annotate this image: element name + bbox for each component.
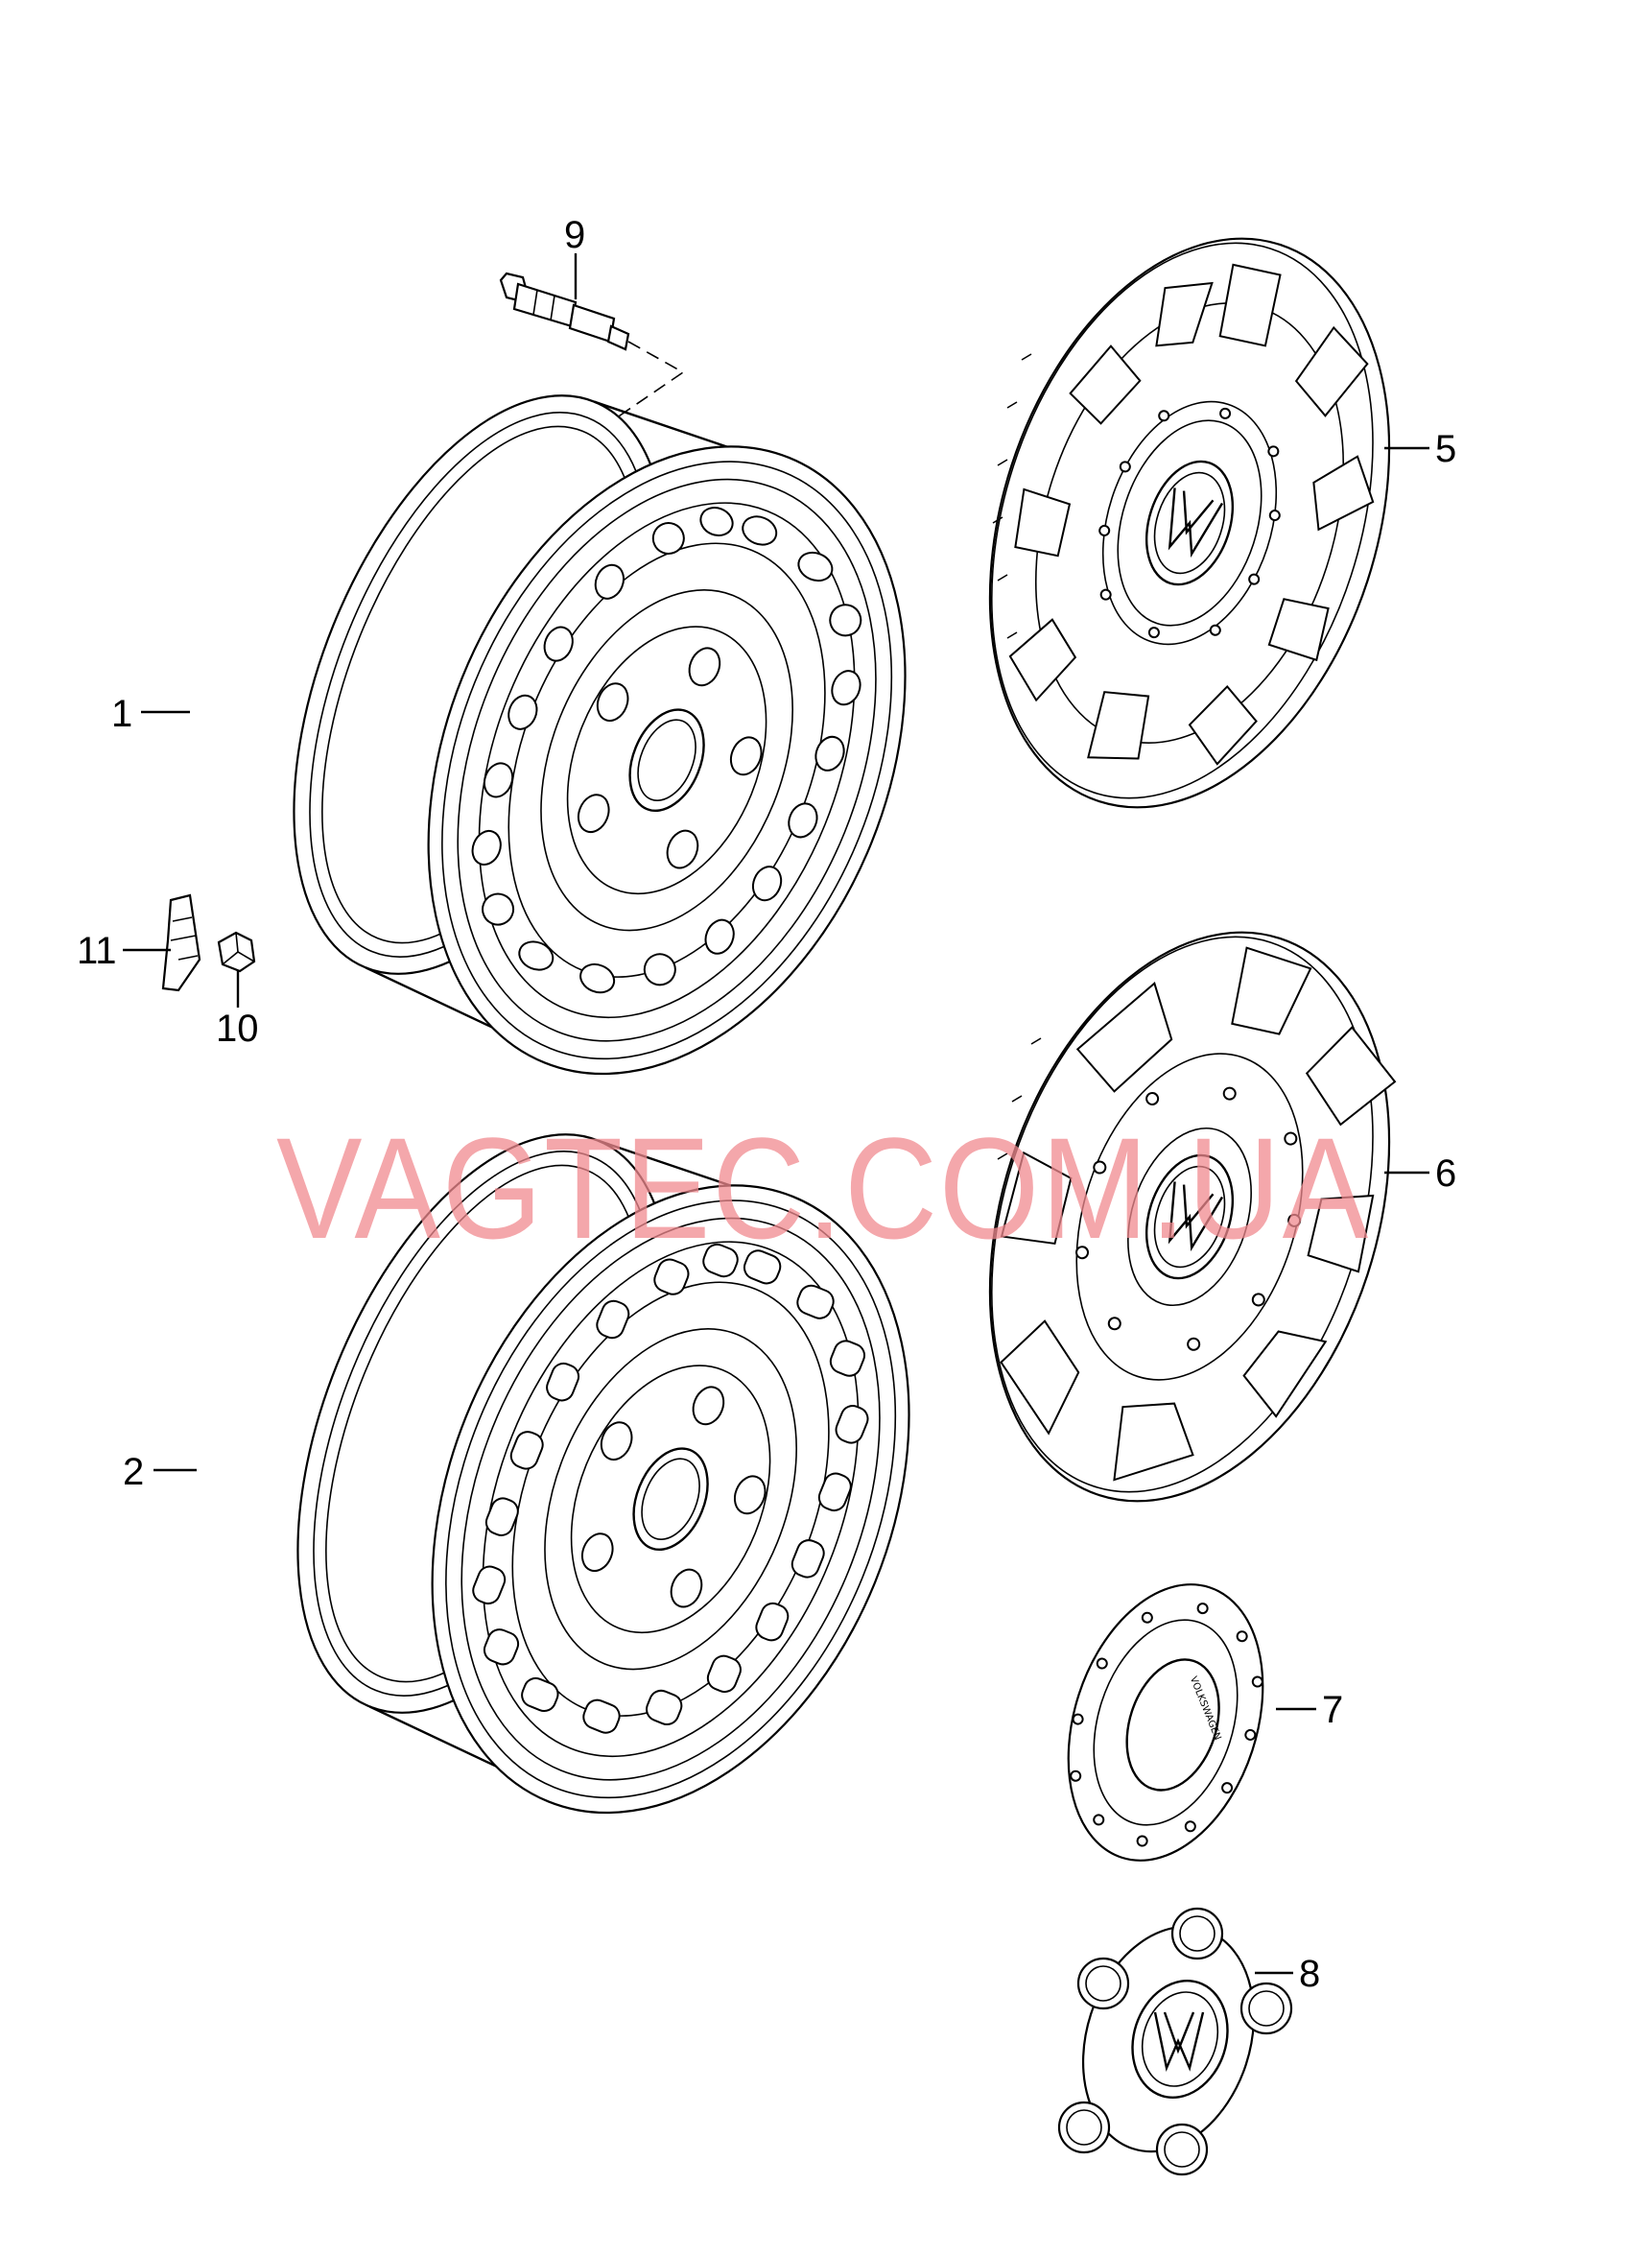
- steel-wheel-1: [293, 394, 907, 1076]
- valve-cap-icon: [217, 931, 256, 1008]
- callout-9: 9: [564, 214, 585, 256]
- bolt-dots: [1098, 407, 1281, 639]
- callout-8: 8: [1299, 1953, 1320, 1995]
- watermark-text: VAGTEC.COM.UA: [276, 1107, 1370, 1269]
- callout-1: 1: [111, 693, 132, 735]
- hub-cap-8: [1057, 1907, 1293, 2176]
- callout-6: 6: [1435, 1152, 1456, 1195]
- steel-wheel-2: [296, 1133, 910, 1815]
- callout-5: 5: [1435, 428, 1456, 470]
- hub-cap-7: VOLKSWAGEN: [1067, 1583, 1264, 1862]
- wheel-trim-5: [988, 237, 1391, 809]
- wheel-trim-6: [988, 931, 1397, 1503]
- pressure-sensor-icon: [123, 893, 201, 992]
- callout-2: 2: [123, 1451, 144, 1493]
- callout-10: 10: [216, 1008, 259, 1050]
- callout-11: 11: [77, 930, 117, 972]
- callout-7: 7: [1322, 1689, 1343, 1731]
